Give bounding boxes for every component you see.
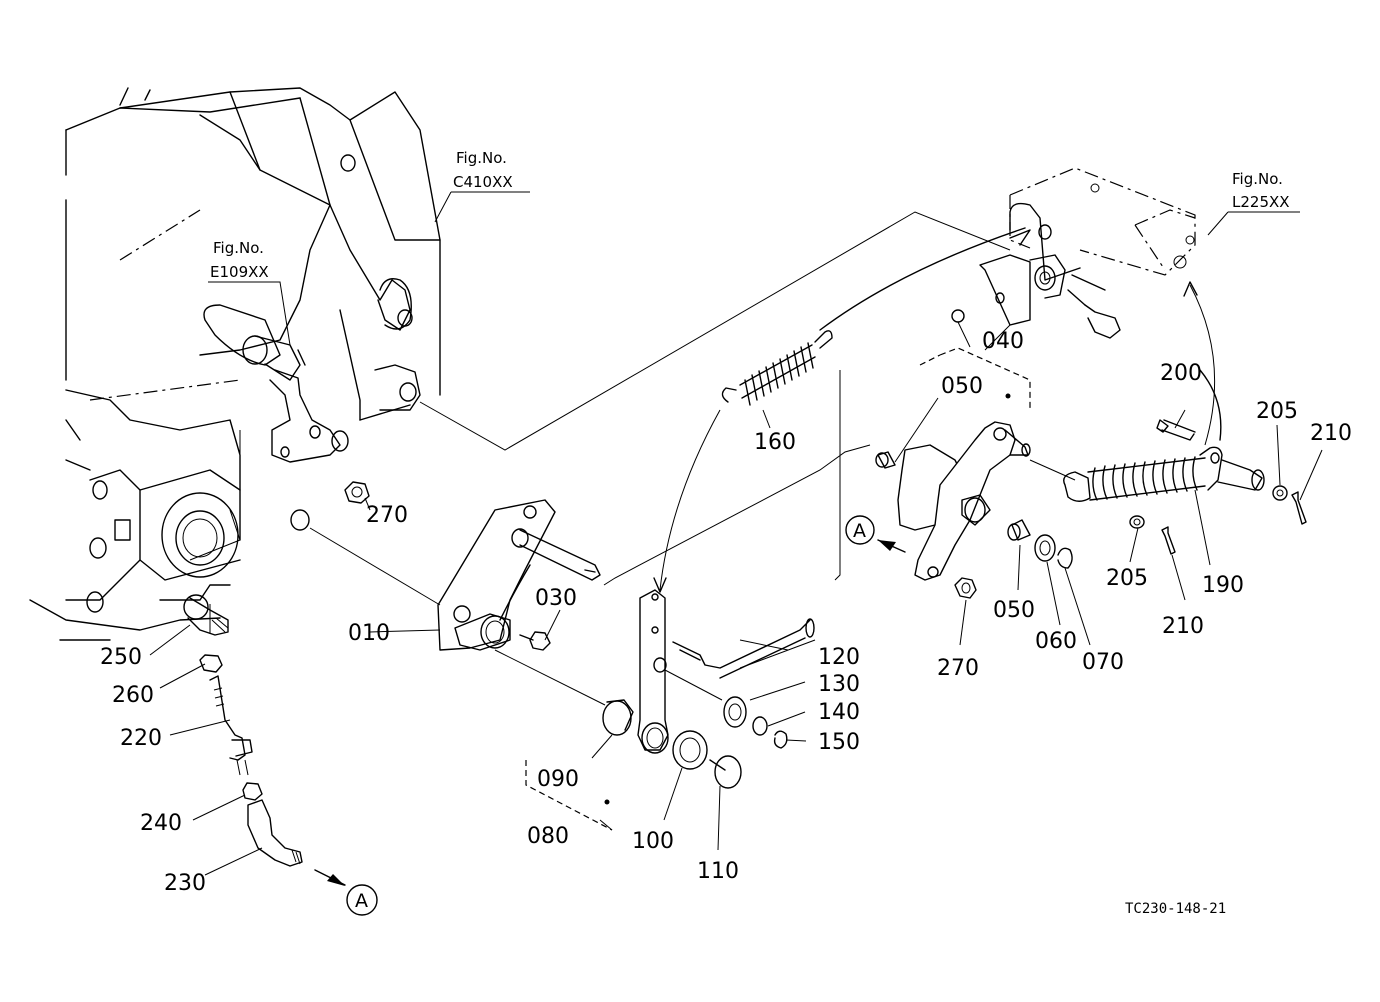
callout-205: 205 [1256, 399, 1298, 424]
part-190-spring [1063, 281, 1265, 502]
callout-210: 210 [1310, 421, 1352, 446]
part-205-washer [1272, 485, 1288, 501]
callout-050: 050 [993, 598, 1035, 623]
part-100-washer [672, 730, 708, 770]
callout-leaders [149, 321, 1323, 876]
e109xx-arm [203, 304, 349, 463]
callout-270: 270 [937, 656, 979, 681]
part-220-pipe [209, 675, 253, 776]
leader-line [664, 669, 723, 701]
part-270-nut-left [344, 481, 370, 504]
fig-ref-prefix: Fig.No. [456, 149, 507, 167]
leader-line [603, 444, 871, 586]
callout-230: 230 [164, 871, 206, 896]
callout-110: 110 [697, 859, 739, 884]
part-010-bracket [437, 499, 601, 651]
fig-ref-number: C410XX [453, 173, 513, 191]
fig-ref-number: E109XX [210, 263, 269, 281]
callout-090: 090 [537, 767, 579, 792]
part-205-washer-lower [1129, 515, 1145, 529]
callout-240: 240 [140, 811, 182, 836]
callout-140: 140 [818, 700, 860, 725]
callout-080: 080 [527, 824, 569, 849]
part-040-pedal-arm [897, 347, 1076, 581]
callout-250: 250 [100, 645, 142, 670]
callout-030: 030 [535, 586, 577, 611]
callout-labels: 010 030 040 050 050 060 070 080 090 100 … [100, 329, 1352, 896]
part-080-lever [637, 589, 669, 754]
fig-ref-c410xx: Fig.No. C410XX [434, 149, 530, 223]
part-050-bushing [875, 451, 896, 469]
washer [951, 309, 965, 323]
leader-line [494, 649, 606, 706]
callout-260: 260 [112, 683, 154, 708]
leader-line [229, 509, 241, 541]
part-130-bushing [723, 696, 747, 728]
callout-010: 010 [348, 621, 390, 646]
part-090-bushing [602, 699, 634, 736]
callout-270: 270 [366, 503, 408, 528]
fig-ref-number: L225XX [1232, 193, 1290, 211]
fig-ref-prefix: Fig.No. [213, 239, 264, 257]
callout-190: 190 [1202, 573, 1244, 598]
part-030-bolt [519, 631, 551, 651]
callout-040: 040 [982, 329, 1024, 354]
callout-120: 120 [818, 645, 860, 670]
svg-text:A: A [355, 890, 368, 912]
pedal-bracket [979, 167, 1196, 339]
callout-050: 050 [941, 374, 983, 399]
part-250-elbow [183, 594, 229, 636]
part-140-washer [752, 716, 768, 736]
callout-150: 150 [818, 730, 860, 755]
fig-ref-e109xx: Fig.No. E109XX [208, 239, 291, 346]
fig-ref-l225xx: Fig.No. L225XX [1207, 170, 1300, 236]
leader-line [189, 430, 241, 561]
callout-060: 060 [1035, 629, 1077, 654]
callout-160: 160 [754, 430, 796, 455]
leader-line [419, 211, 1011, 451]
part-050-bushing-right [1007, 519, 1031, 541]
part-270-nut-right [954, 577, 977, 599]
callout-220: 220 [120, 726, 162, 751]
part-110-clip [709, 755, 742, 789]
bushing [290, 509, 310, 531]
part-230-elbow [247, 799, 303, 867]
fig-ref-prefix: Fig.No. [1232, 170, 1283, 188]
callout-100: 100 [632, 829, 674, 854]
callout-200: 200 [1160, 361, 1202, 386]
part-120-rod [672, 618, 815, 679]
transmission-housing [29, 87, 441, 641]
callout-070: 070 [1082, 650, 1124, 675]
connection-marker-a-upper: A [845, 515, 906, 553]
group-bracket-080 [525, 760, 613, 831]
part-240-nut [242, 782, 263, 801]
part-150-clip [773, 730, 788, 749]
leader-line [309, 527, 441, 606]
drawing-code: TC230-148-21 [1125, 901, 1226, 917]
part-200-pin [1156, 419, 1196, 441]
part-210-pin-lower [1161, 526, 1176, 555]
callout-130: 130 [818, 672, 860, 697]
part-060-washer [1034, 534, 1056, 562]
svg-text:A: A [853, 520, 866, 542]
part-070-clip [1057, 547, 1073, 569]
callout-210: 210 [1162, 614, 1204, 639]
connection-marker-a-lower: A [314, 869, 378, 916]
leader-line [834, 370, 841, 581]
part-160-spring [653, 227, 1031, 593]
part-210-pin [1291, 491, 1307, 525]
callout-205: 205 [1106, 566, 1148, 591]
part-260-nut [199, 654, 223, 673]
